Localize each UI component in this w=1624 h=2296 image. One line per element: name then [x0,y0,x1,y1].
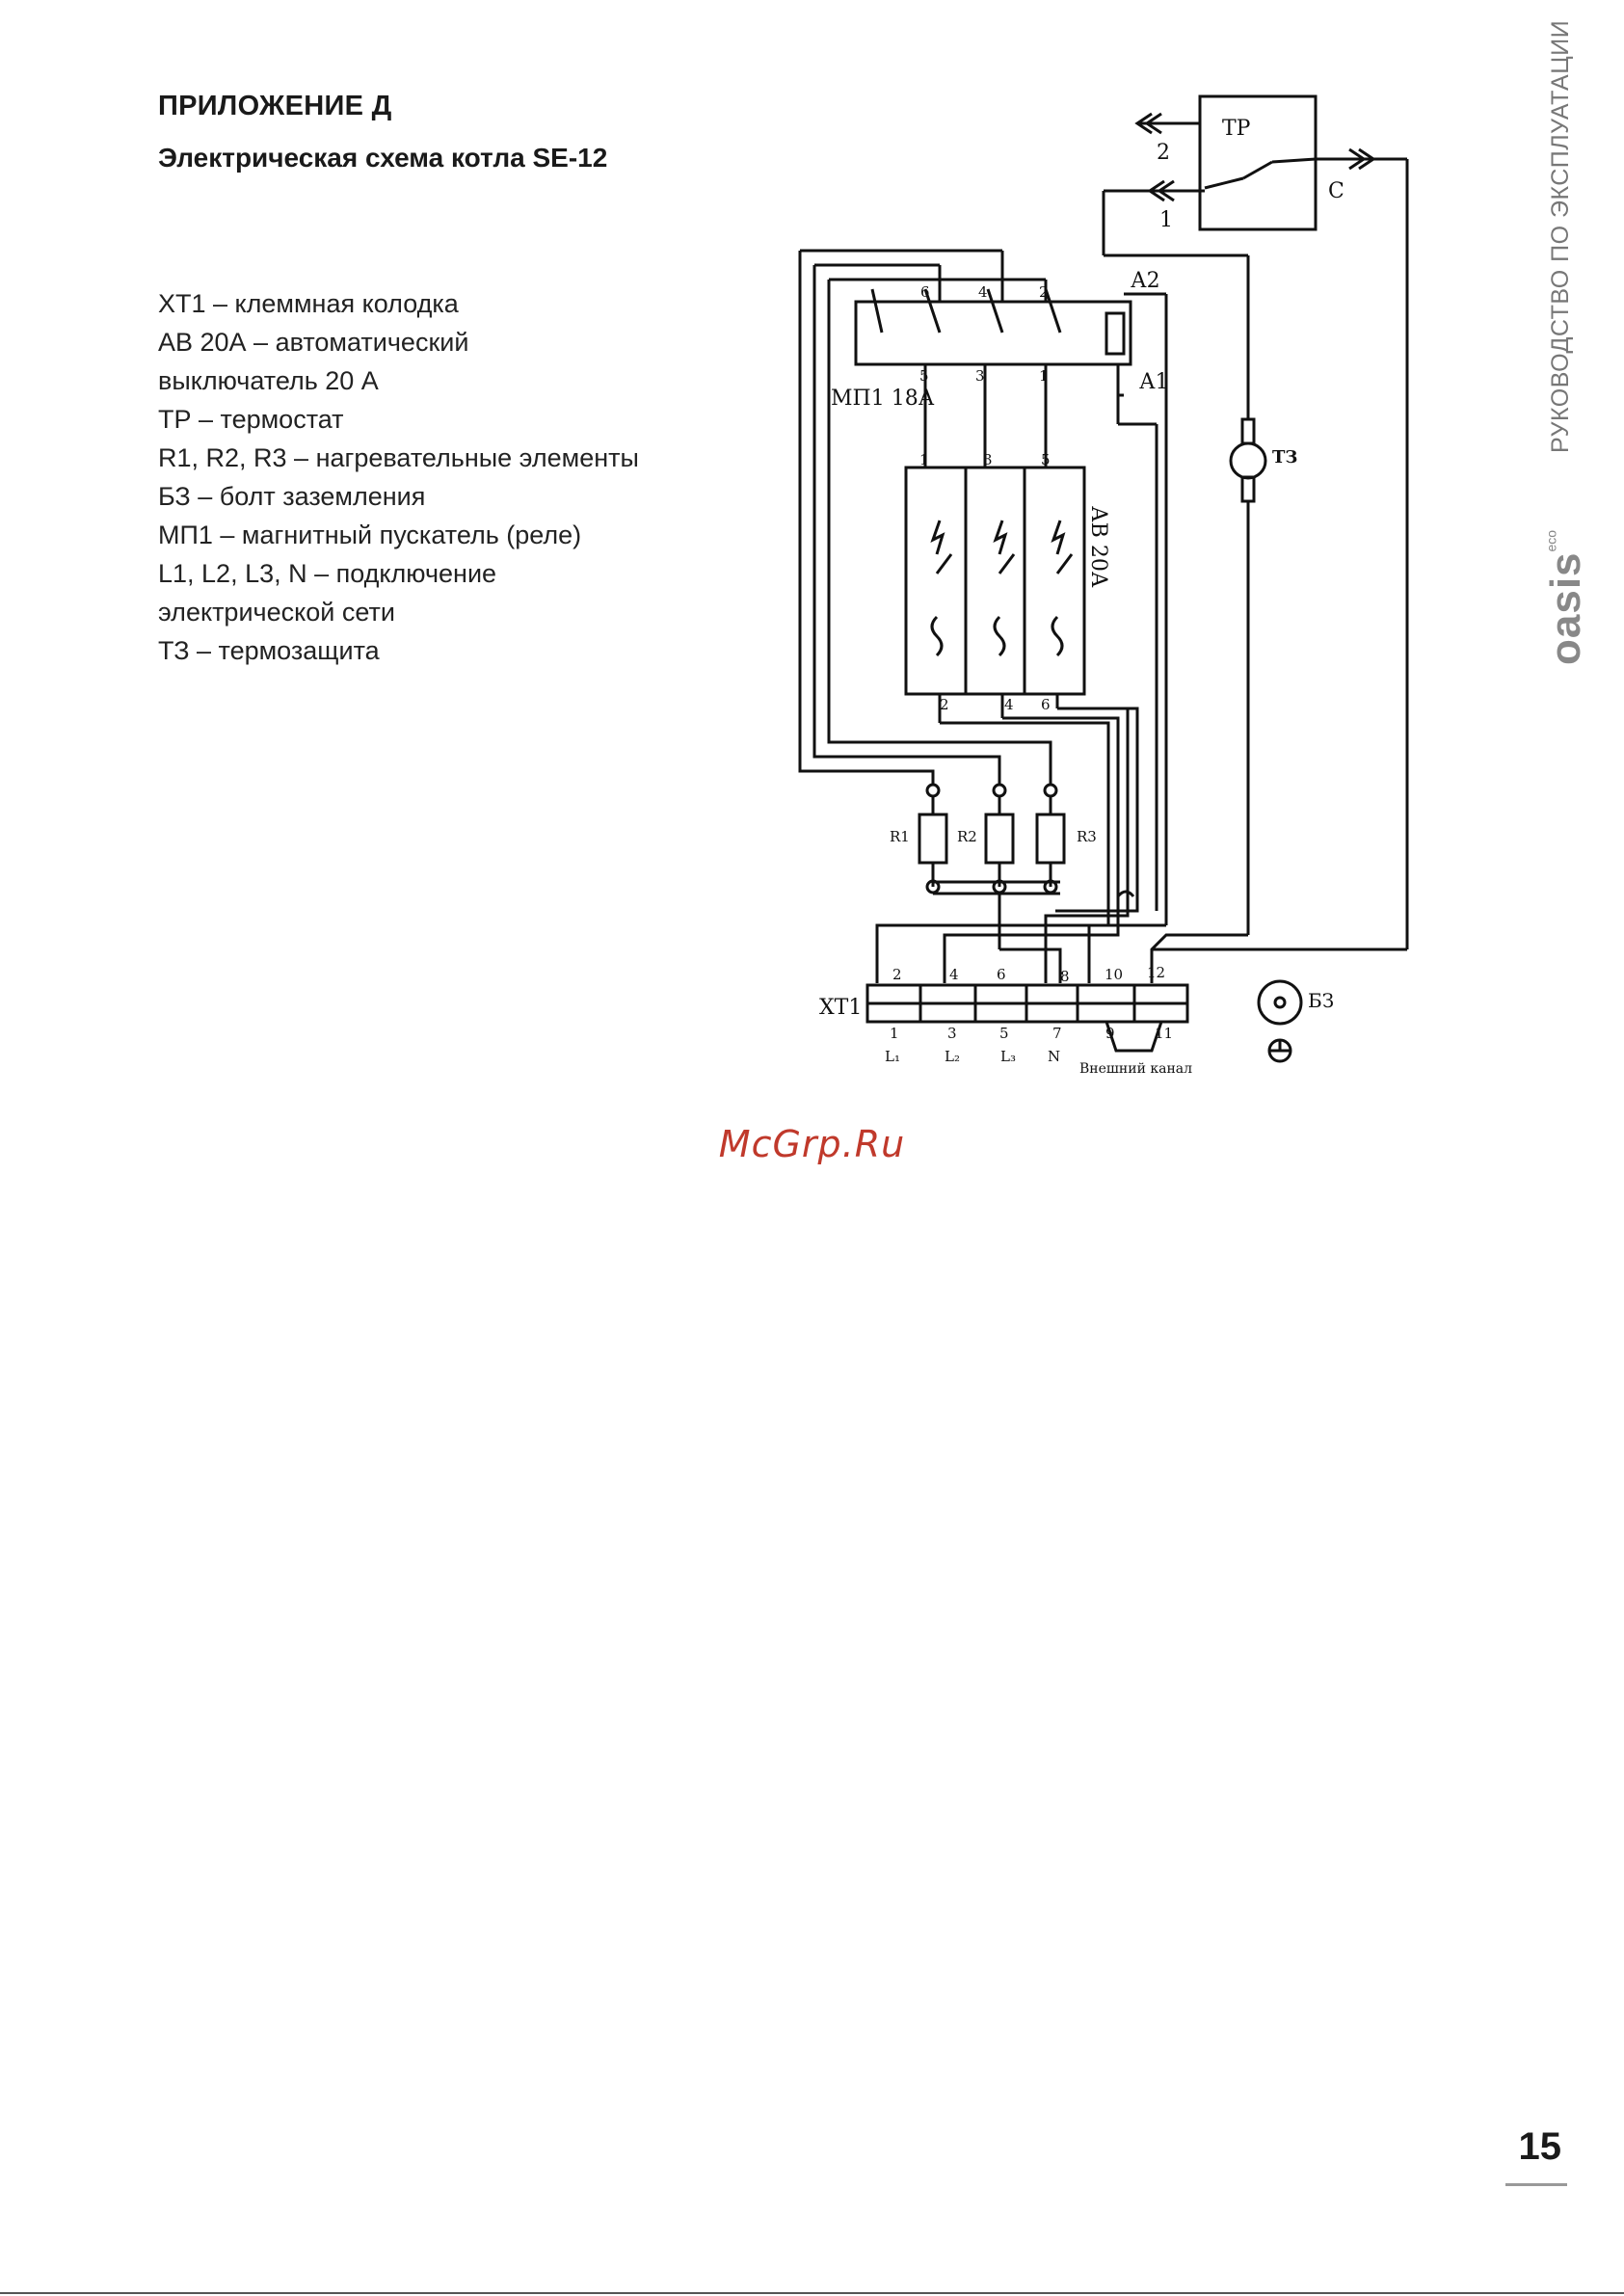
heater-label: R2 [957,828,977,845]
heater-label: R1 [890,828,910,845]
contactor-top-pin: 6 [920,283,930,301]
terminal-bottom-pin: 9 [1105,1025,1115,1042]
breaker-box [904,466,1086,696]
contactor-label: МП1 18А [831,387,935,411]
footer-rule [0,2292,1624,2294]
breaker-top-pin: 5 [1041,451,1051,468]
terminal-block-label: ХТ1 [819,996,862,1020]
terminal-bottom-pin: 7 [1052,1025,1062,1042]
legend-item: ТР – термостат [158,405,344,434]
terminal-bottom-pin: 11 [1155,1025,1173,1042]
brand-name: oasis [1542,551,1589,665]
contactor-bottom-pin: 1 [1039,367,1049,385]
brand-sup: eco [1543,529,1559,552]
legend-item: электрической сети [158,598,395,627]
thermal-protection-label: ТЗ [1272,447,1297,467]
legend-item: МП1 – магнитный пускатель (реле) [158,521,582,549]
terminal-bottom-pin: 1 [890,1025,899,1042]
heater-r3 [1035,813,1066,865]
coil-a2: А2 [1131,269,1160,293]
breaker-bottom-pin: 4 [1004,696,1014,713]
thermostat-box [1198,94,1318,231]
thermal-protection-symbol [1229,417,1267,503]
tr-output-1: 1 [1159,208,1173,232]
brand-logo: oasiseco [1542,506,1590,665]
tr-common: С [1328,179,1344,203]
appendix-title: ПРИЛОЖЕНИЕ Д [158,91,392,121]
ground-bolt-label: БЗ [1308,989,1334,1012]
breaker-top-pin: 1 [919,451,929,468]
phase-label: N [1048,1048,1060,1065]
terminal-top-pin: 12 [1147,964,1165,981]
terminal-top-pin: 8 [1060,968,1070,985]
legend-item: выключатель 20 А [158,366,379,395]
heater-r1 [918,813,948,865]
external-channel-label: Внешний канал [1079,1061,1192,1077]
terminal-top-pin: 6 [997,966,1006,983]
phase-label: L₃ [1000,1048,1016,1065]
breaker-bottom-pin: 6 [1041,696,1051,713]
legend-item: ТЗ – термозащита [158,636,380,665]
phase-label: L₂ [945,1048,960,1065]
phase-label: L₁ [885,1048,900,1065]
contactor-bottom-pin: 5 [919,367,929,385]
terminal-bottom-pin: 5 [999,1025,1009,1042]
coil-a1: А1 [1139,370,1169,394]
legend-list: ХТ1 – клеммная колодка АВ 20А – автомати… [158,284,639,670]
terminal-top-pin: 10 [1105,966,1123,983]
legend-item: АВ 20А – автоматический [158,328,469,357]
contactor-top-pin: 2 [1039,283,1049,301]
terminal-bottom-pin: 3 [947,1025,957,1042]
schema-title: Электрическая схема котла SE-12 [158,143,608,173]
contactor-bottom-pin: 3 [975,367,985,385]
legend-item: ХТ1 – клеммная колодка [158,289,459,318]
terminal-top-pin: 4 [949,966,959,983]
terminal-top-pin: 2 [892,966,902,983]
side-caption: РУКОВОДСТВО ПО ЭКСПЛУАТАЦИИ [1547,19,1574,453]
legend-item: L1, L2, L3, N – подключение [158,559,497,588]
heater-r2 [984,813,1015,865]
page-number: 15 [1518,2125,1562,2168]
wiring-diagram: ТР 2 1 С А2 А1 МП1 18А ХТ1 БЗ ТЗ АВ 20А … [798,94,1409,1077]
breaker-label: АВ 20А [1086,506,1110,588]
watermark: McGrp.Ru [718,1123,906,1165]
breaker-bottom-pin: 2 [940,696,949,713]
legend-item: БЗ – болт заземления [158,482,426,511]
contactor-box [854,300,1132,366]
page-number-rule [1505,2183,1567,2186]
tr-output-2: 2 [1157,141,1170,165]
breaker-top-pin: 3 [983,451,993,468]
contactor-top-pin: 4 [978,283,988,301]
ground-bolt-symbol [1257,979,1303,1026]
legend-item: R1, R2, R3 – нагревательные элементы [158,443,639,472]
heater-label: R3 [1077,828,1097,845]
thermostat-label: ТР [1222,117,1251,141]
